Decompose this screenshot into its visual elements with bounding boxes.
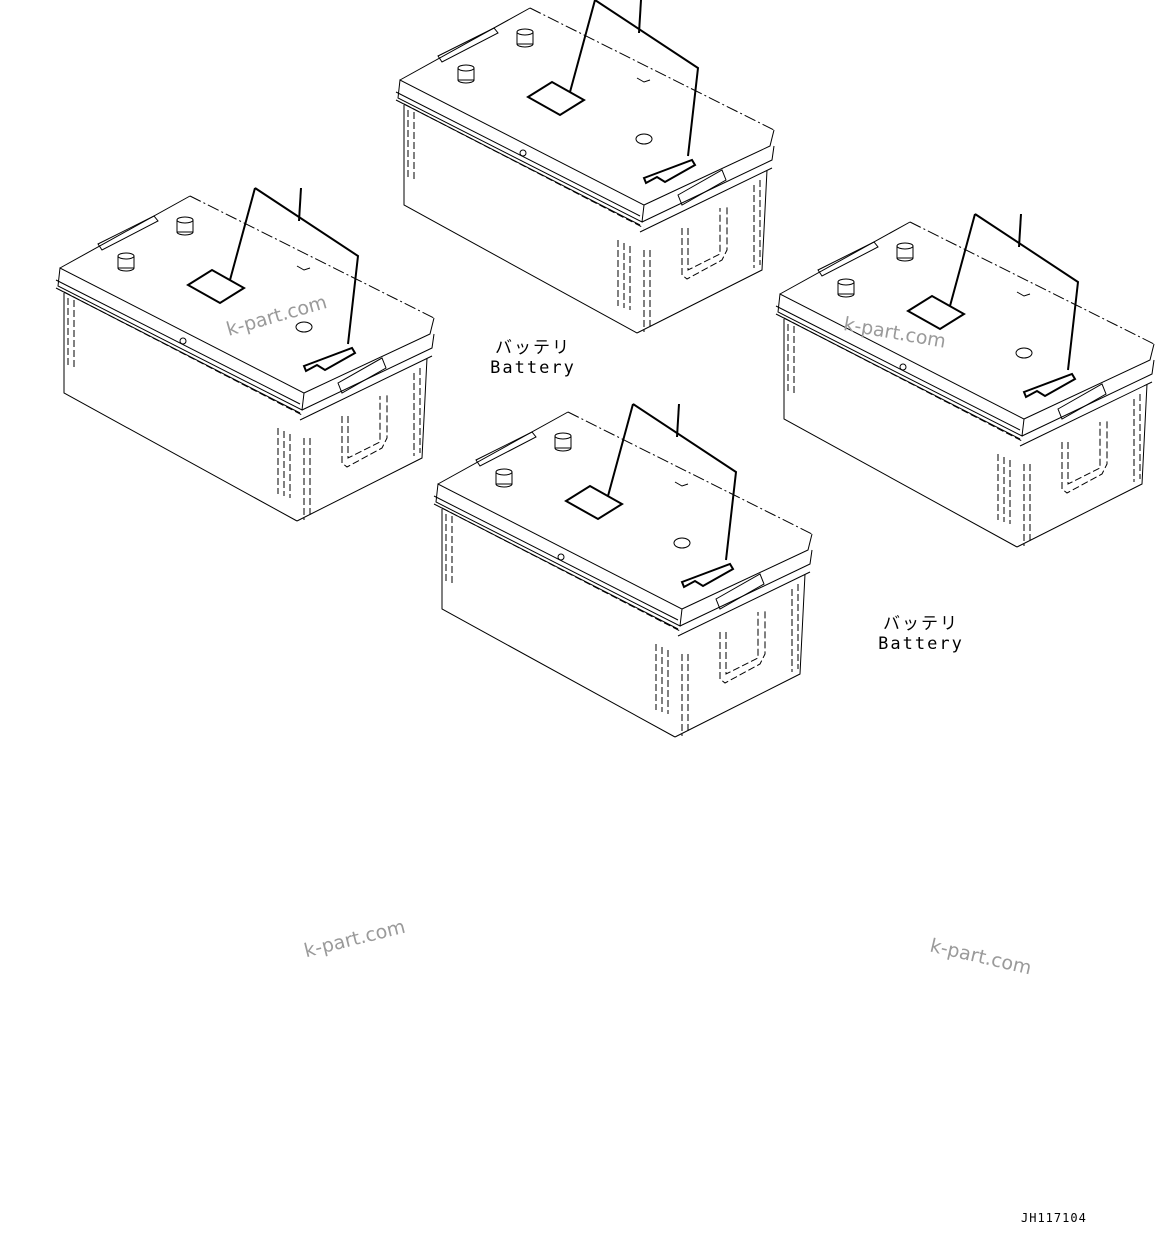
battery-left [55,187,435,522]
battery-label-2-japanese: バッテリ [883,614,959,634]
drawing-id: JH117104 [1021,1211,1087,1225]
battery-right [775,213,1155,548]
battery-label-1-english: Battery [490,358,576,378]
battery-label-1-japanese: バッテリ [495,338,571,358]
battery-label-2-english: Battery [878,634,964,654]
battery-top [395,0,775,334]
battery-label-1: バッテリ Battery [478,338,588,378]
battery-bottom [433,403,813,738]
battery-label-2: バッテリ Battery [866,614,976,654]
